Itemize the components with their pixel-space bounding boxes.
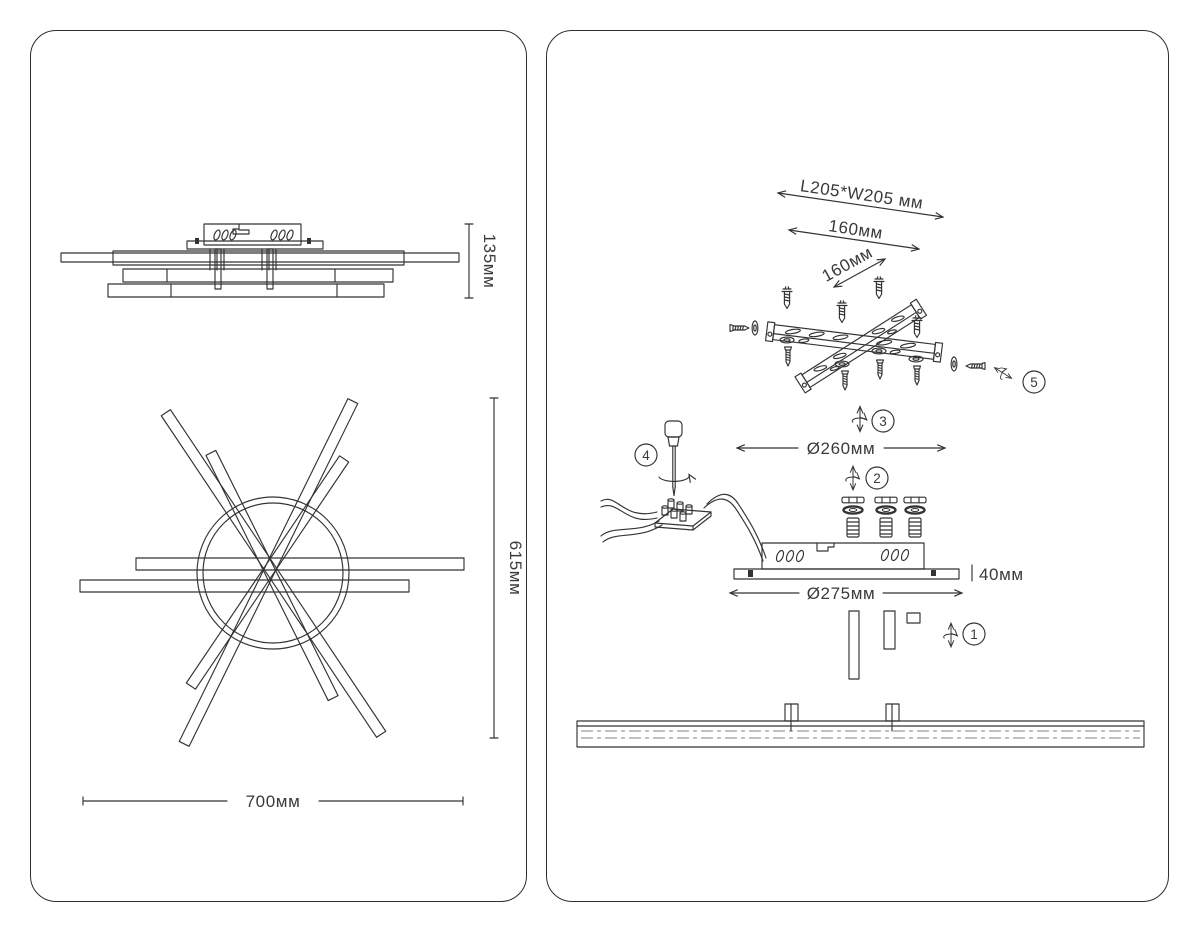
driver-box [203, 223, 302, 246]
step-badge-5: 5 [1022, 370, 1046, 394]
screw-icon [841, 370, 849, 391]
strip-long [848, 610, 860, 680]
dim-base-diameter: Ø275мм [728, 584, 964, 603]
lock-washer-icon [842, 505, 864, 515]
dim-plate-diagonal-label: L205*W205 мм [799, 176, 925, 213]
step-badge-3-label: 3 [879, 414, 887, 429]
strip-short [883, 610, 896, 650]
nut-icon [903, 496, 927, 504]
vent-slots-right [270, 229, 294, 241]
dim-height-135-label: 135мм [480, 234, 499, 289]
bar-horizontal-lower [79, 579, 410, 593]
bar-diagonal-4 [185, 455, 350, 690]
step-badge-2: 2 [865, 466, 889, 490]
canopy-base [733, 542, 960, 580]
exploded-assembly-drawing: L205*W205 мм 160мм 160мм [576, 176, 1145, 748]
vent-slots-left [775, 549, 805, 563]
step-badge-2-label: 2 [873, 471, 881, 486]
dim-base-height-label: 40мм [979, 565, 1024, 584]
step-badge-1-label: 1 [970, 627, 978, 642]
dim-width-700-label: 700мм [246, 792, 301, 811]
wall-anchor-icon [873, 276, 885, 300]
clip-left [748, 570, 753, 577]
bar-horizontal-upper [135, 557, 465, 571]
light-bar-row1-back [60, 252, 460, 263]
ring-inner [202, 502, 344, 644]
dim-ring-diameter: Ø260мм [735, 439, 947, 458]
light-bar-row3 [107, 283, 385, 298]
vent-slots-left [213, 229, 237, 241]
supply-wire [600, 498, 663, 543]
dim-bracket-length: 160мм [787, 216, 921, 252]
led-bar-side-view [576, 703, 1145, 748]
wall-anchor-icon [836, 300, 848, 324]
fastener-hardware-set [841, 496, 927, 538]
fixture-side-view [60, 223, 460, 298]
hook-notch [816, 542, 835, 552]
screw-icon [784, 346, 792, 367]
rotate-arrow-icon [944, 623, 958, 647]
dim-bracket-length-label: 160мм [827, 216, 884, 243]
nut-icon [841, 496, 865, 504]
threaded-stud-icon [908, 517, 922, 538]
light-bar-row1-front [112, 250, 405, 266]
washer-icon [779, 336, 795, 344]
dim-plate-diagonal: L205*W205 мм [776, 176, 945, 220]
dim-width-700: 700мм [82, 792, 464, 811]
vent-slots-right [880, 548, 910, 562]
screw-icon [876, 359, 884, 380]
dim-ring-diameter-label: Ø260мм [807, 439, 876, 458]
dim-height-615: 615мм [489, 397, 525, 739]
panel-assembly-instructions: L205*W205 мм 160мм 160мм [546, 30, 1169, 902]
mounting-bracket [764, 298, 944, 394]
rotate-arrow-icon [991, 363, 1014, 384]
clip-right [307, 238, 311, 244]
threaded-stud-icon [846, 517, 860, 538]
small-parts [848, 610, 921, 680]
fixture-wire [703, 493, 767, 562]
rotate-arrow-icon [846, 466, 860, 490]
step-badge-4-label: 4 [642, 448, 650, 463]
side-washer-left-icon [751, 320, 759, 336]
side-washer-right-icon [950, 356, 958, 372]
dim-height-135: 135мм [464, 223, 499, 299]
bracket-bar-short [794, 298, 928, 394]
step-badge-4: 4 [634, 443, 658, 467]
dim-base-height: 40мм [971, 564, 1024, 584]
rotate-arrow-icon [852, 406, 866, 431]
side-screw-right-icon [965, 362, 986, 370]
rotate-arrow-icon [658, 473, 697, 483]
hook-notch [232, 223, 250, 235]
screwdriver [658, 420, 697, 497]
step-badge-3: 3 [871, 409, 895, 433]
side-screw-left-icon [729, 324, 750, 332]
bar-diagonal-1 [160, 409, 387, 738]
square-part [906, 612, 921, 624]
dim-height-615-label: 615мм [506, 541, 525, 596]
light-bar-row2 [122, 268, 394, 283]
bracket-bar-long [764, 321, 944, 363]
nut-icon [874, 496, 898, 504]
fixture-plan-view [79, 398, 465, 747]
bar-diagonal-3 [178, 398, 359, 747]
mounting-plate [186, 240, 324, 250]
fixture-dimensions-drawing: 135мм 615мм 700мм [60, 223, 525, 811]
threaded-stud-icon [879, 517, 893, 538]
step-badge-5-label: 5 [1030, 375, 1038, 390]
bar-diagonal-2 [205, 449, 339, 702]
clip-right [931, 570, 936, 576]
dim-base-diameter-label: Ø275мм [807, 584, 876, 603]
clip-left [195, 238, 199, 244]
base-flange [733, 568, 960, 580]
terminal-block [654, 498, 712, 531]
lock-washer-icon [875, 505, 897, 515]
terminal-screws [661, 498, 693, 522]
lock-washer-icon [904, 505, 926, 515]
dim-bracket-width: 160мм [819, 243, 887, 288]
wall-anchor-icon [781, 286, 793, 310]
panel-fixture-dimensions: 135мм 615мм 700мм [30, 30, 527, 902]
step-badge-1: 1 [962, 622, 986, 646]
screw-icon [913, 365, 921, 386]
ring-outer [196, 496, 350, 650]
